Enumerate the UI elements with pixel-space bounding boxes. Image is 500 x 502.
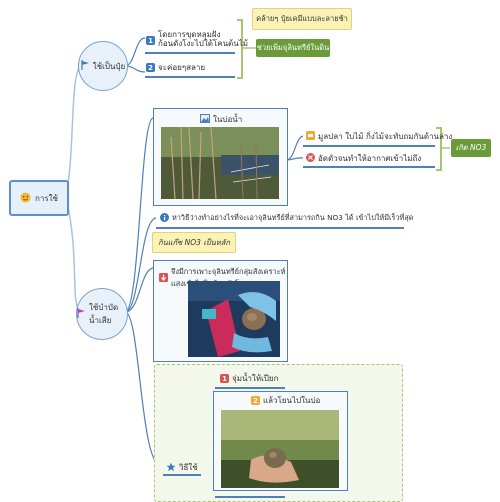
info-line: หาวิธีว่างทำอย่างไรที่จะเอาจุลินทรีย์ที่… [160,213,414,224]
underline [215,387,285,389]
underline [156,227,404,229]
underline [145,76,235,78]
underline [215,496,285,498]
method-node[interactable]: วิธีใช้ [166,461,198,474]
info-icon [160,213,169,224]
item-number-badge: 2 [146,63,155,72]
underline [145,52,235,54]
image-icon [200,114,210,125]
note-slow-release: คล้ายๆ ปุ๋ยเคมีแบบละลายช้า [252,8,352,30]
pond-card[interactable]: ในบ่อน้ำ [153,108,288,206]
pond-item-1-text: มูลปลา ใบไม้ กิ่งไม้จะทับถมกันด้านล่าง [318,132,453,141]
fertilizer-step-2-text: จะค่อยๆสลาย [158,63,206,72]
branch-fertilizer-label: ใช้เป็นปุ๋ย [92,61,126,71]
orange-square-icon [306,131,315,142]
throw-ball-photo [221,410,339,488]
blue-flag-icon [81,60,90,72]
red-x-icon [306,153,315,164]
step-2-badge: 2 [251,396,260,405]
step-1-text: จุ่มน้ำให้เปียก [232,374,279,383]
pond-card-title: ในบ่อน้ำ [213,115,243,124]
underline [303,145,435,147]
step-2-card[interactable]: 2 แล้วโยนไปในบ่อ [213,391,348,491]
underline [303,166,435,168]
red-down-arrow-icon [159,272,168,284]
microbe-card[interactable]: จึงมีการเพาะจุลินทรีย์กลุ่มสังเคราะห์แสง… [153,260,288,362]
pond-item-2-text: อัดตัวจนทำให้อากาศเข้าไม่ถึง [318,154,422,163]
purple-flag-icon [77,308,86,320]
branch-water-label: ใช้บำบัดน้ำเสีย [89,303,119,325]
pond-item-1: มูลปลา ใบไม้ กิ่งไม้จะทับถมกันด้านล่าง [306,130,452,143]
branch-fertilizer[interactable]: ใช้เป็นปุ๋ย [78,41,128,91]
smiley-icon [20,191,31,205]
info-text: หาวิธีว่างทำอย่างไรที่จะเอาจุลินทรีย์ที่… [172,213,414,222]
root-node[interactable]: การใช้ [9,180,69,216]
branch-water-treatment[interactable]: ใช้บำบัดน้ำเสีย [76,288,128,340]
fertilizer-step-1-text: โดยการขุดหลุมฝัง ก้อนดังโงะไปใต้โคนต้นไม… [158,30,248,49]
result-microbes: ช่วยเพิ่มจุลินทรีย์ในดิน [256,39,330,57]
pond-photo [161,127,279,199]
method-label: วิธีใช้ [179,463,198,472]
pond-card-header: ในบ่อน้ำ [200,113,242,126]
pond-item-2: อัดตัวจนทำให้อากาศเข้าไม่ถึง [306,152,421,165]
item-number-badge: 1 [146,36,155,45]
note-no3-gas: กินแก๊ซ NO3 เป็นหลัก [152,232,236,253]
underline [163,474,201,476]
step-1-badge: 1 [220,374,229,383]
step-2-text: แล้วโยนไปในบ่อ [263,396,321,405]
root-label: การใช้ [35,193,58,203]
result-no3: เกิด NO3 [451,139,491,157]
dango-bottle-photo [188,281,280,357]
blue-star-icon [166,462,176,474]
